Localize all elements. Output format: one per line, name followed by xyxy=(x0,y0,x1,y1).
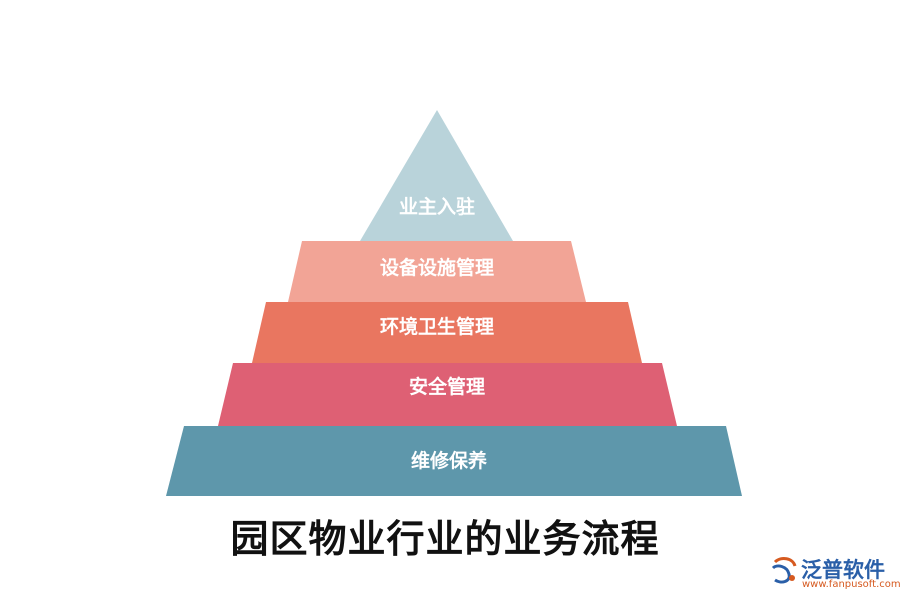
layer-label-2: 设备设施管理 xyxy=(380,256,494,279)
layer-4-trapezoid xyxy=(218,363,677,426)
fanpu-logo-icon xyxy=(771,557,797,584)
layer-top-triangle xyxy=(360,110,513,241)
brand-watermark: 泛普软件 www.fanpusoft.com xyxy=(765,548,900,598)
layer-3-trapezoid xyxy=(252,302,642,363)
layer-5-trapezoid xyxy=(166,426,742,496)
layer-label-5: 维修保养 xyxy=(411,449,487,472)
layer-label-3: 环境卫生管理 xyxy=(380,315,494,338)
diagram-caption: 园区物业行业的业务流程 xyxy=(230,516,660,561)
brand-name: 泛普软件 xyxy=(801,558,885,582)
layer-label-1: 业主入驻 xyxy=(399,195,475,218)
layer-label-4: 安全管理 xyxy=(409,375,485,398)
brand-url: www.fanpusoft.com xyxy=(802,579,900,590)
layer-2-trapezoid xyxy=(288,241,586,302)
